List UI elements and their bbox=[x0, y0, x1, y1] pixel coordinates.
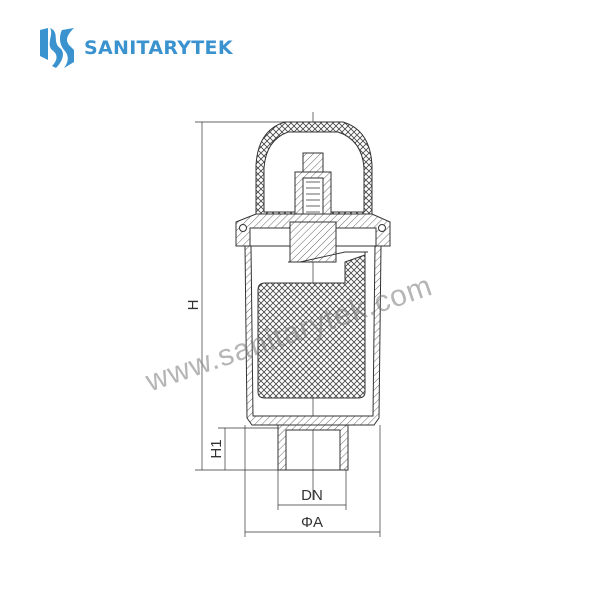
dimension-h bbox=[195, 121, 290, 471]
label-h: H bbox=[185, 300, 202, 311]
label-dn: DN bbox=[301, 487, 323, 504]
label-a: ΦA bbox=[301, 514, 323, 531]
brand-name: SANITARYTEK bbox=[84, 37, 233, 59]
outlet bbox=[277, 424, 347, 471]
dimension-a bbox=[244, 425, 381, 537]
float bbox=[257, 254, 366, 399]
label-h1: H1 bbox=[208, 439, 225, 458]
o-ring-left bbox=[239, 224, 247, 232]
dimension-dn bbox=[277, 470, 347, 510]
logo: SANITARYTEK bbox=[38, 26, 233, 70]
valve-body bbox=[244, 245, 382, 426]
valve-stem bbox=[302, 152, 324, 174]
spring bbox=[306, 181, 320, 213]
o-ring-right bbox=[378, 224, 386, 232]
sanitarytek-logo-icon bbox=[40, 28, 74, 68]
dimension-h1 bbox=[218, 427, 278, 470]
